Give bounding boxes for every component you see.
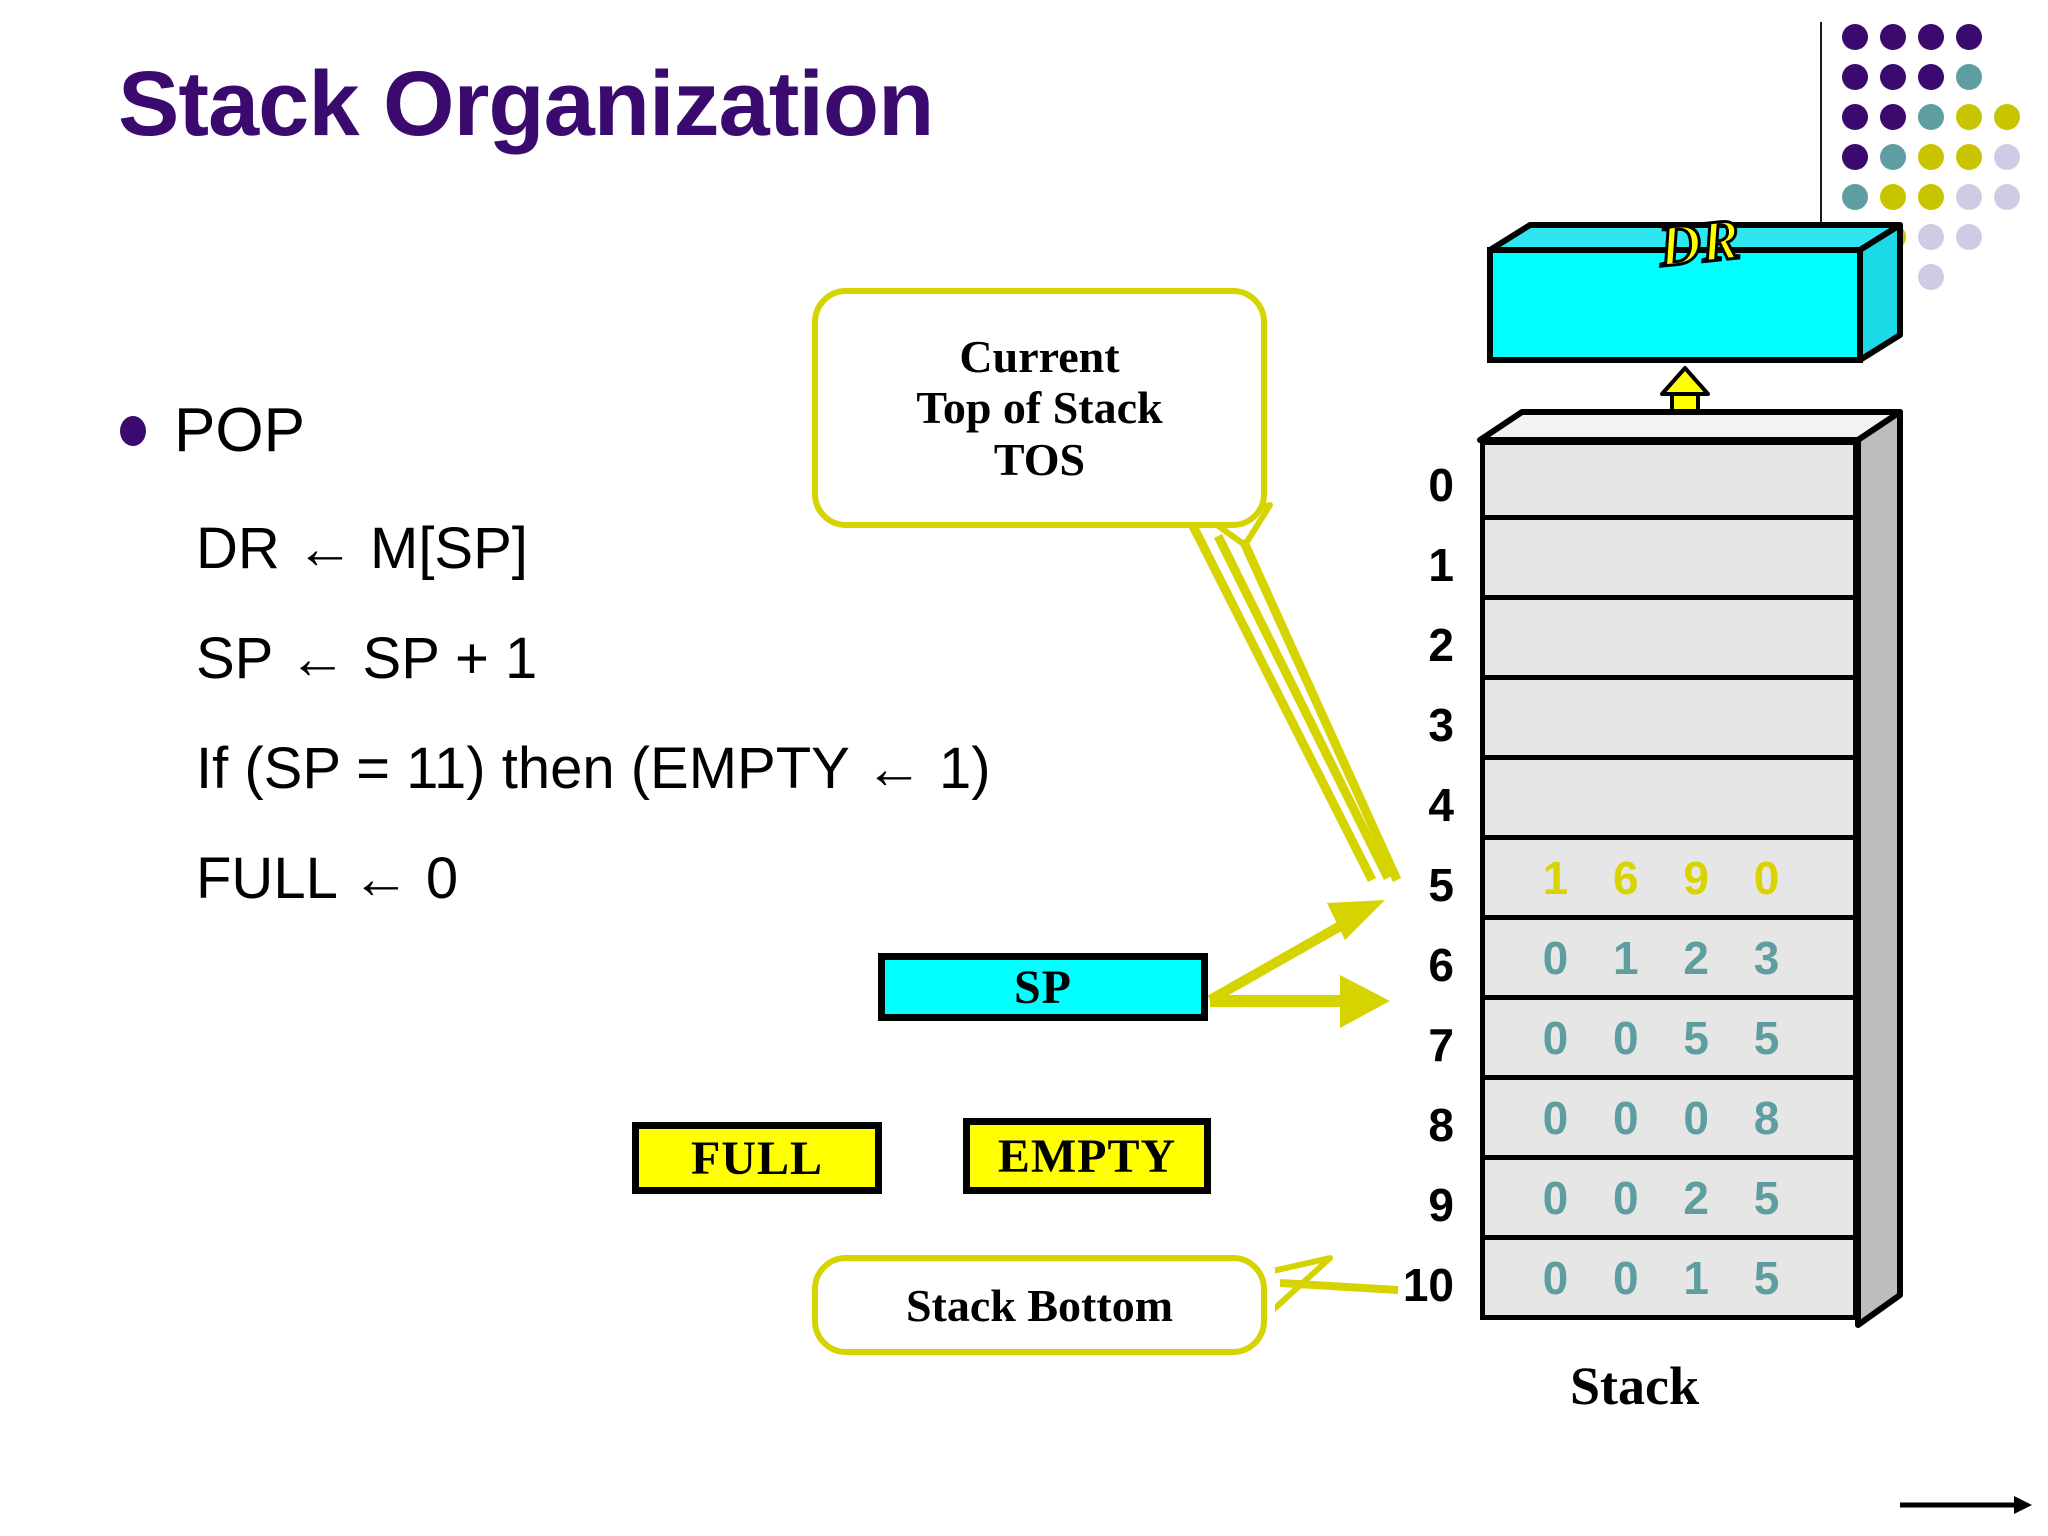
stack-cell-value: 0 0 0 8 — [1542, 1091, 1796, 1144]
stack-row-index: 6 — [1428, 939, 1454, 991]
stack-cell-value: 0 0 2 5 — [1542, 1171, 1796, 1224]
sp-register-label: SP — [1013, 960, 1072, 1014]
stack-row-index: 3 — [1428, 699, 1454, 751]
decorative-dot — [1880, 224, 1906, 250]
dr-register-label: DR — [1655, 206, 1743, 279]
decorative-dot — [1956, 184, 1982, 210]
decorative-dot — [1918, 224, 1944, 250]
stack-cell[interactable]: 0 1 2 3 — [1480, 920, 1858, 1000]
operation-line-1: DR ← M[SP] — [196, 516, 528, 581]
sp-arrow-to-row5 — [1207, 900, 1385, 1005]
callout-tos-line1: Current — [959, 330, 1120, 382]
tos-leader-line-b — [1238, 538, 1402, 882]
stack-row-index: 2 — [1428, 619, 1454, 671]
stack-cell[interactable]: 0 0 5 5 — [1480, 1000, 1858, 1080]
bullet-item-label: POP — [174, 396, 305, 465]
decorative-dot — [1842, 24, 1868, 50]
bottom-right-arrow-icon — [1900, 1496, 2032, 1514]
stack-cell-value: 0 1 2 3 — [1542, 931, 1796, 984]
decorative-dot — [1956, 64, 1982, 90]
full-flag-label: FULL — [690, 1131, 823, 1185]
operation-line-2: SP ← SP + 1 — [196, 626, 538, 691]
decorative-dot — [1880, 104, 1906, 130]
bullet-item-pop: POP — [120, 400, 305, 462]
operation-line-3: If (SP = 11) then (EMPTY ← 1) — [196, 736, 991, 801]
stack-row-index: 7 — [1428, 1019, 1454, 1071]
decorative-dot — [1842, 64, 1868, 90]
stack-cell[interactable] — [1480, 760, 1858, 840]
empty-flag-label: EMPTY — [997, 1129, 1177, 1183]
stack-cell[interactable] — [1480, 440, 1858, 520]
decorative-dot — [1956, 24, 1982, 50]
stack-cell[interactable]: 0 0 2 5 — [1480, 1160, 1858, 1240]
stack-cell[interactable]: 1 6 9 0 — [1480, 840, 1858, 920]
decorative-dot — [1918, 104, 1944, 130]
decorative-dot — [1880, 24, 1906, 50]
stack-cell-value: 1 6 9 0 — [1542, 851, 1796, 904]
decorative-dot — [1918, 184, 1944, 210]
sp-register-box[interactable]: SP — [878, 953, 1208, 1021]
decorative-dot — [1880, 184, 1906, 210]
stack-row-index: 1 — [1428, 539, 1454, 591]
decorative-dot — [1956, 144, 1982, 170]
page-title: Stack Organization — [118, 53, 934, 155]
stack-cell[interactable]: 0 0 1 5 — [1480, 1240, 1858, 1320]
stack-cell[interactable]: 0 0 0 8 — [1480, 1080, 1858, 1160]
stack-cell-value: 0 0 1 5 — [1542, 1251, 1796, 1304]
callout-tos-line3: TOS — [993, 433, 1086, 485]
stack-row-index: 0 — [1428, 459, 1454, 511]
full-flag-box[interactable]: FULL — [632, 1122, 882, 1194]
stack-caption: Stack — [1570, 1356, 1700, 1416]
stack-cell-value: 0 0 5 5 — [1542, 1011, 1796, 1064]
stack-row-index: 10 — [1402, 1259, 1454, 1311]
stack-bottom-leader — [1279, 1279, 1399, 1294]
decorative-dot — [1918, 24, 1944, 50]
stack-cell[interactable] — [1480, 680, 1858, 760]
dr-stack-double-arrow — [1660, 366, 1710, 446]
tos-leader-line-c — [1185, 517, 1377, 883]
bullet-dot-icon — [120, 416, 146, 446]
stack-cell[interactable] — [1480, 520, 1858, 600]
stack-row-index: 5 — [1428, 859, 1454, 911]
decorative-dot — [1994, 184, 2020, 210]
decorative-dot — [1918, 144, 1944, 170]
stack-row-index: 4 — [1428, 779, 1454, 831]
decorative-dot-grid — [1820, 10, 2048, 360]
empty-flag-box[interactable]: EMPTY — [963, 1118, 1211, 1194]
decorative-vertical-line — [1820, 22, 1822, 252]
stack-row-index: 9 — [1428, 1179, 1454, 1231]
decorative-dot — [1918, 64, 1944, 90]
decorative-dot — [1842, 144, 1868, 170]
decorative-dot — [1842, 184, 1868, 210]
decorative-dot — [1956, 224, 1982, 250]
stack-row-index: 8 — [1428, 1099, 1454, 1151]
stack-cell[interactable] — [1480, 600, 1858, 680]
callout-stack-bottom: Stack Bottom — [812, 1255, 1267, 1355]
tos-leader-line-a — [1213, 533, 1393, 881]
sp-arrow-to-row6 — [1210, 975, 1390, 1028]
callout-stack-bottom-label: Stack Bottom — [905, 1279, 1174, 1331]
decorative-dot — [1956, 104, 1982, 130]
decorative-dot — [1994, 104, 2020, 130]
decorative-dot — [1918, 264, 1944, 290]
decorative-dot — [1842, 104, 1868, 130]
decorative-dot — [1880, 64, 1906, 90]
decorative-dot — [1880, 144, 1906, 170]
operation-line-4: FULL ← 0 — [196, 846, 459, 911]
decorative-dot — [1994, 144, 2020, 170]
callout-current-top-of-stack: Current Top of Stack TOS — [812, 288, 1267, 528]
callout-tos-line2: Top of Stack — [916, 382, 1163, 434]
